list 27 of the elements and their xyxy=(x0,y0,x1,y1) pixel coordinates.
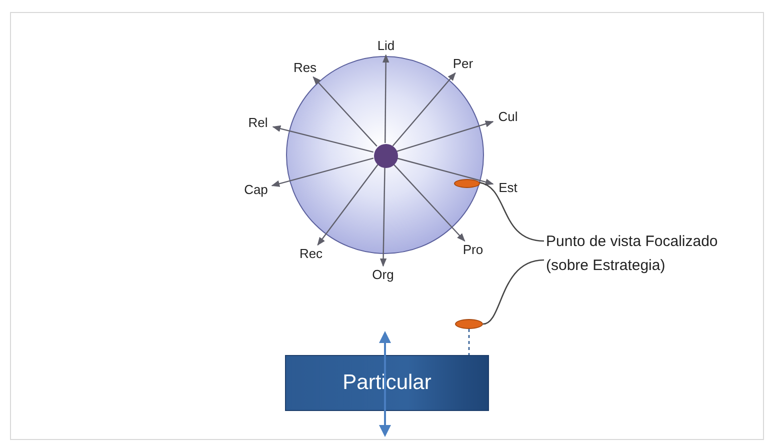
callout-label: Punto de vista Focalizado (sobre Estrategia) xyxy=(546,232,719,276)
viewpoint-marker xyxy=(454,179,480,188)
spoke-label: Org xyxy=(367,266,399,284)
arrow xyxy=(271,158,374,187)
spoke-label: Lid xyxy=(371,37,401,55)
connector-line xyxy=(468,329,470,355)
spoke-label: Cul xyxy=(493,108,523,126)
connector-line xyxy=(478,182,544,242)
arrow xyxy=(392,72,456,146)
spoke-label: Cap xyxy=(240,181,272,199)
spoke-label: Est xyxy=(493,179,523,197)
arrow xyxy=(382,54,390,143)
spoke-label: Rel xyxy=(243,114,273,132)
connector-line xyxy=(482,259,544,325)
spoke-label: Rec xyxy=(295,245,327,263)
spoke-label: Pro xyxy=(458,241,488,259)
arrow xyxy=(396,120,494,152)
arrow xyxy=(396,158,494,186)
arrow xyxy=(312,76,378,147)
spoke-label: Res xyxy=(290,59,320,77)
arrow xyxy=(392,163,466,242)
arrow xyxy=(272,125,374,153)
viewpoint-marker xyxy=(455,319,483,329)
arrow xyxy=(380,166,387,267)
arrow xyxy=(317,164,378,246)
particular-bar: Particular xyxy=(285,355,489,411)
spoke-label: Per xyxy=(448,55,478,73)
